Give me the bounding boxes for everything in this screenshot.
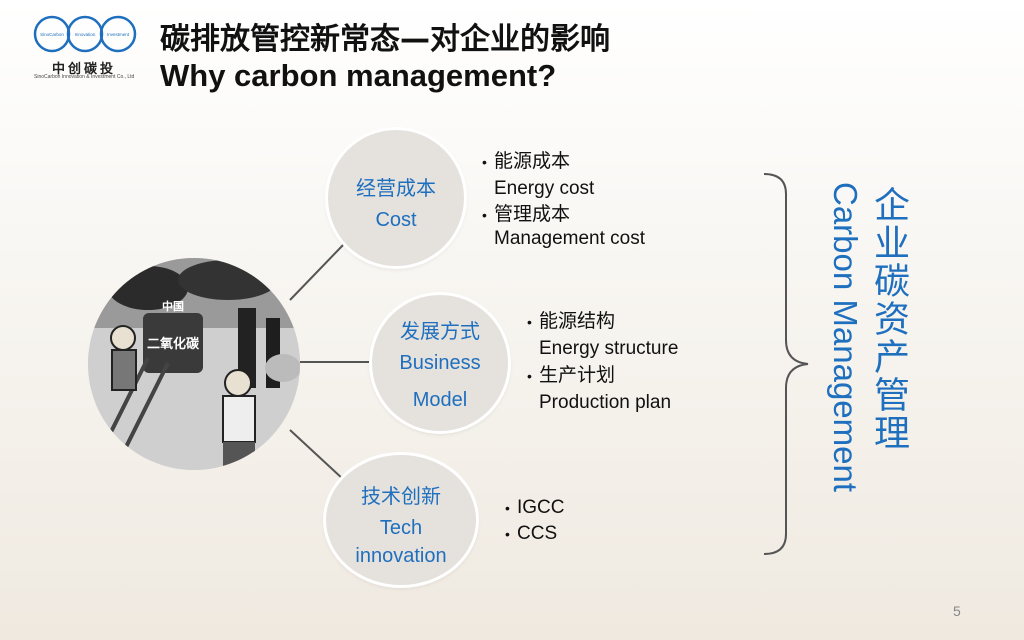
bullet-text: 能源结构 — [539, 311, 616, 332]
bullet-production-plan-en: Production plan — [539, 392, 672, 413]
bullet-dot-icon: • — [527, 368, 532, 384]
bullet-dot-icon: • — [482, 207, 487, 223]
logo-ring-text-2: Innovation — [75, 32, 96, 37]
node-business-cn: 发展方式 — [400, 321, 480, 343]
logo-rings-icon: SinoCarbon Innovation Investment — [33, 15, 137, 53]
page-number: 5 — [953, 603, 961, 619]
bullet-dot-icon: • — [527, 314, 532, 330]
bullet-management-cost-en: Management cost — [494, 228, 646, 249]
summary-chinese: 企业碳资产管理 — [868, 186, 909, 452]
node-business-en1: Business — [399, 352, 481, 374]
connector-line-cost — [289, 243, 345, 301]
right-brace-icon — [763, 173, 809, 555]
node-tech-en1: Tech — [379, 517, 423, 539]
node-tech-cn: 技术创新 — [361, 486, 441, 508]
logo-ring-text-3: Investment — [107, 32, 130, 37]
photo-label-china: 中国 — [162, 299, 184, 313]
bullet-energy-cost-en: Energy cost — [494, 178, 595, 199]
node-cost-en: Cost — [375, 209, 417, 231]
node-business-model: 发展方式 Business Model — [372, 295, 508, 431]
bullet-energy-structure: • 能源结构 — [527, 309, 616, 335]
logo-english-name: SinoCarbon Innovation & Investment Co., … — [34, 74, 135, 80]
summary-english: Carbon Management — [827, 182, 864, 493]
company-logo: SinoCarbon Innovation Investment 中创碳投 Si… — [30, 14, 140, 84]
bullet-text: IGCC — [517, 497, 565, 518]
node-cost-cn: 经营成本 — [356, 178, 436, 200]
bullet-energy-structure-en: Energy structure — [539, 338, 679, 359]
node-business-en2: Model — [412, 389, 468, 411]
bullet-dot-icon: • — [482, 154, 487, 170]
bullet-text: CCS — [517, 523, 558, 544]
bullet-text: 生产计划 — [539, 365, 616, 386]
bullet-igcc: • IGCC — [505, 495, 565, 521]
connector-line-tech — [289, 429, 345, 481]
bullet-energy-cost: • 能源成本 — [482, 149, 571, 175]
photo-label-co2: 二氧化碳 — [147, 336, 200, 351]
cartoon-image: 中国 二氧化碳 — [88, 258, 300, 470]
logo-ring-text-1: SinoCarbon — [40, 32, 64, 37]
bullet-dot-icon: • — [505, 500, 510, 516]
node-cost: 经营成本 Cost — [328, 130, 464, 266]
bullet-text: 管理成本 — [494, 204, 571, 225]
bullet-production-plan: • 生产计划 — [527, 363, 616, 389]
logo-chinese-name: 中创碳投 — [52, 62, 117, 77]
page-title-chinese: 碳排放管控新常态—对企业的影响 — [160, 22, 610, 57]
bullet-ccs: • CCS — [505, 521, 558, 547]
bullet-management-cost: • 管理成本 — [482, 202, 571, 228]
node-tech-en2: innovation — [355, 545, 447, 567]
node-tech-innovation: 技术创新 Tech innovation — [326, 455, 476, 585]
bullet-dot-icon: • — [505, 526, 510, 542]
page-title-english: Why carbon management? — [160, 58, 557, 93]
bullet-text: 能源成本 — [494, 151, 571, 172]
cartoon-illustration: 中国 二氧化碳 — [88, 258, 300, 470]
